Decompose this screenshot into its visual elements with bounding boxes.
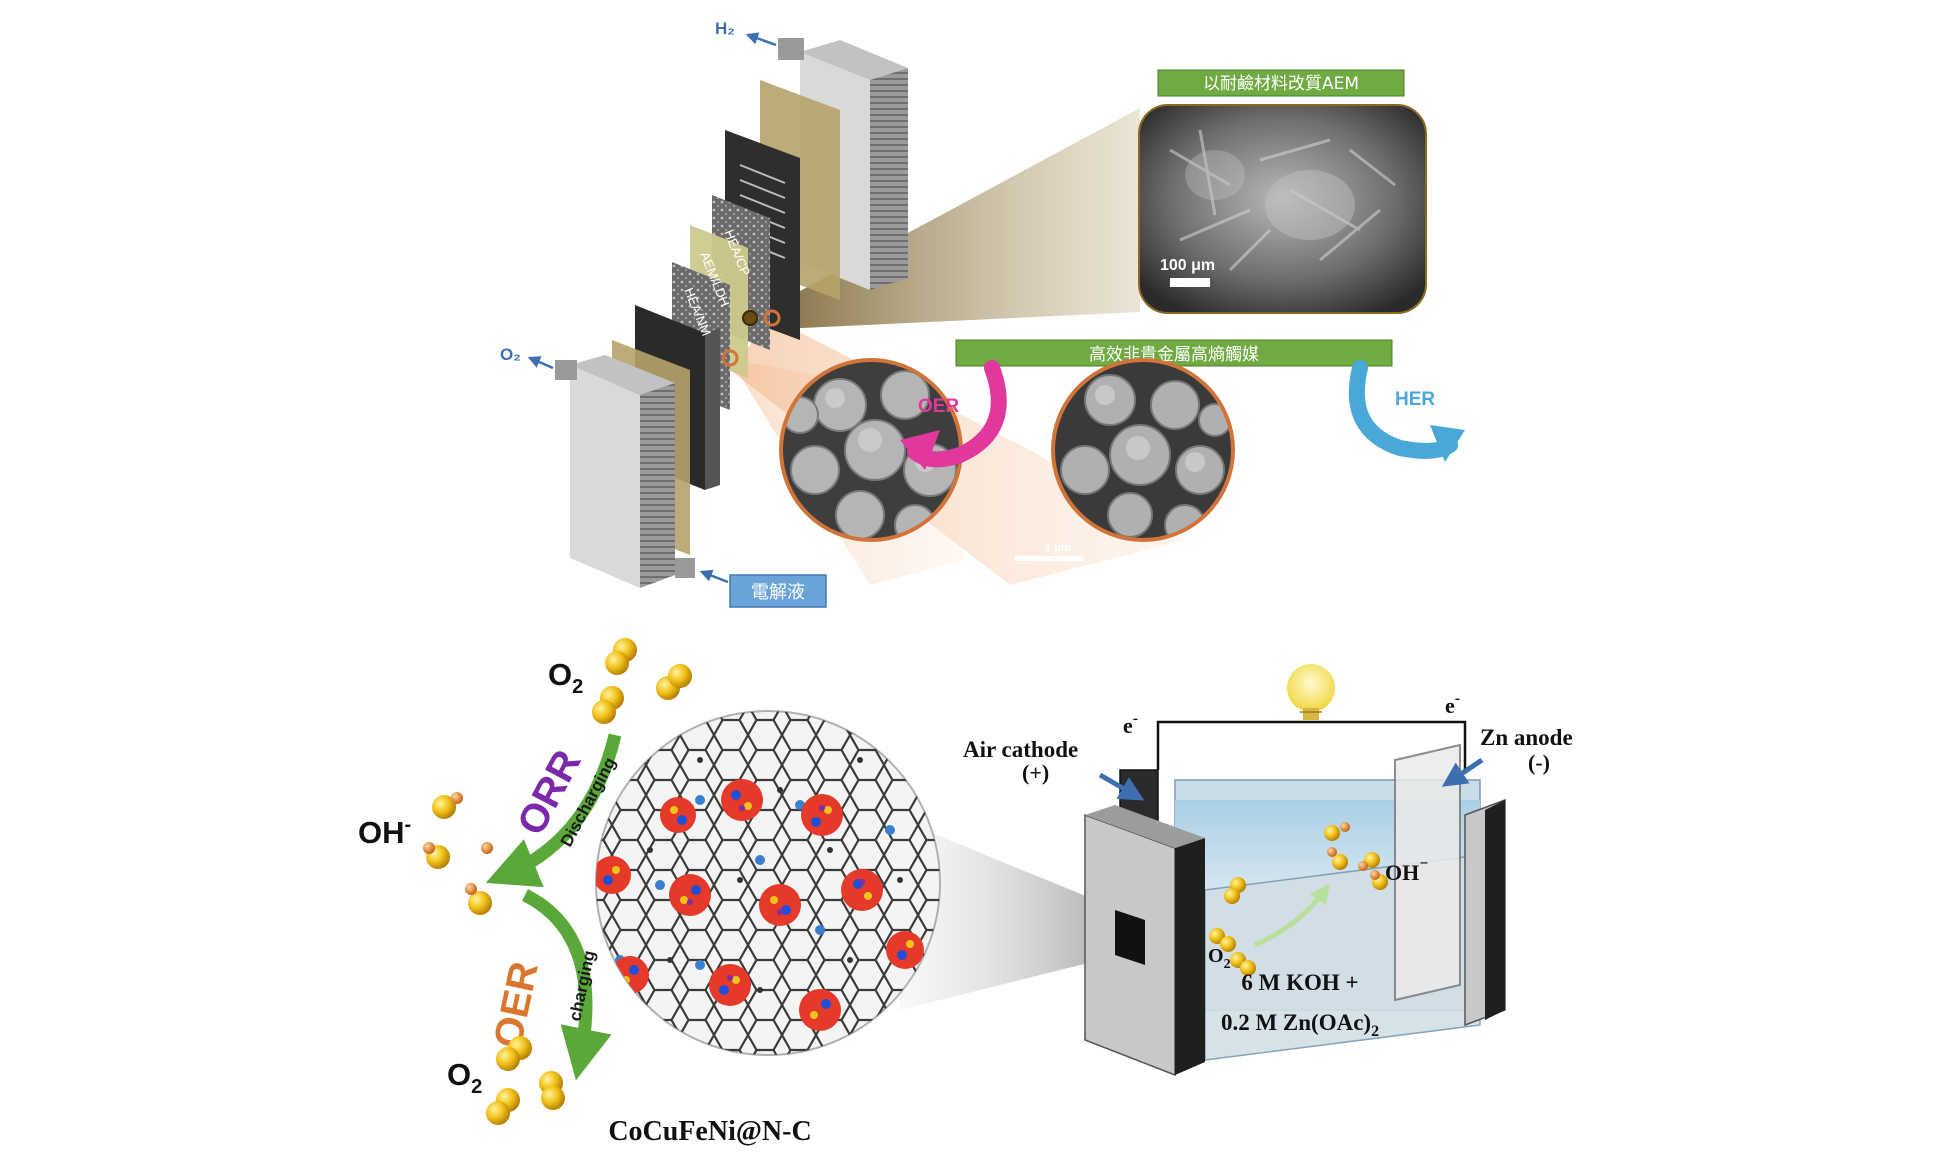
electron-left: e- — [1123, 710, 1138, 738]
catalyst-title: 高效非貴金屬高熵觸媒 — [1089, 345, 1259, 365]
oxygen-reduction-arrow — [1253, 883, 1330, 948]
aem-scale-bar — [1170, 278, 1210, 287]
hydroxide-ions — [423, 792, 493, 915]
anode-sign-label: (-) — [1528, 750, 1550, 775]
her-label: HER — [1395, 389, 1435, 410]
zn-anode-label: Zn anode — [1480, 725, 1573, 750]
o2-bottom-label: O2 — [447, 1057, 482, 1098]
electrolyzer-stack: HEA/CP AEM/LDH HEA/NM H₂ O₂ 電解液 — [500, 19, 1185, 608]
oxygen-molecules — [486, 638, 692, 1125]
aem-scale-bar-label: 100 μm — [1160, 257, 1215, 274]
h2-outlet-label: H₂ — [715, 19, 735, 38]
electrolyte-label-box — [729, 574, 827, 608]
aem-title: 以耐鹼材料改質AEM — [1203, 74, 1359, 94]
her-scale-bar — [1290, 556, 1358, 561]
zn-anode-electrode — [1394, 743, 1461, 1002]
h2-outlet-pipe — [778, 38, 804, 60]
aem-sem-panel: 以耐鹼材料改質AEM 100 μm — [1138, 69, 1427, 314]
oer-scale-bar — [1015, 556, 1083, 561]
orr-discharging-arrow — [485, 733, 622, 888]
electrolyte-line-1: 6 M KOH + — [1241, 970, 1358, 995]
zn-anode-pointer — [1441, 757, 1484, 787]
charging-label: charging — [565, 949, 599, 1023]
oer-charging-arrow — [521, 889, 612, 1081]
oh-cell-label: OH⁻ — [1385, 856, 1429, 885]
cocufeni-nanoparticles — [596, 779, 924, 1031]
electrolyte-inlet-pipe — [675, 558, 695, 578]
cathode-sign-label: (+) — [1022, 760, 1049, 785]
oh-label: OH- — [358, 814, 411, 850]
catalyst-name: CoCuFeNi@N-C — [608, 1116, 811, 1147]
cell-species — [1209, 822, 1388, 976]
her-zoom-marker — [721, 349, 739, 367]
o2-outlet-label: O₂ — [500, 345, 521, 364]
o2-outlet-pipe — [555, 360, 577, 380]
aem-title-banner — [1157, 69, 1405, 97]
her-arrow — [1348, 360, 1458, 459]
oer-scale-bar-label: 1 μm — [1045, 542, 1071, 554]
catalyst-title-banner — [955, 339, 1393, 367]
her-sem-image — [1053, 360, 1233, 540]
oer-label-top: OER — [918, 396, 959, 417]
her-scale-bar-label: 1 μm — [1315, 542, 1341, 554]
cell-zoom-beam — [900, 820, 1120, 1010]
aem-zoom-marker — [742, 310, 758, 326]
air-cathode-label: Air cathode — [963, 737, 1078, 762]
electrolyte-label: 電解液 — [751, 582, 805, 603]
air-cathode-pointer — [1098, 772, 1145, 801]
o2-cell-label: O2 — [1208, 945, 1231, 972]
electron-right: e- — [1445, 690, 1460, 718]
light-bulb-icon — [1287, 664, 1335, 720]
cathode-air-window — [1115, 910, 1145, 965]
o2-top-label: O2 — [548, 657, 583, 698]
zn-air-section: ORR Discharging OER charging O2 OH- O2 C… — [358, 638, 1573, 1147]
catalyst-sem-panel: 高效非貴金屬高熵觸媒 1 μm — [779, 339, 1465, 561]
oer-zoom-marker — [763, 309, 781, 327]
end-plate-bottom — [570, 365, 640, 588]
nitrogen-dopants — [615, 795, 895, 970]
electrolyte-line-2: 0.2 M Zn(OAc)2 — [1221, 1010, 1379, 1040]
external-circuit — [1156, 720, 1467, 770]
